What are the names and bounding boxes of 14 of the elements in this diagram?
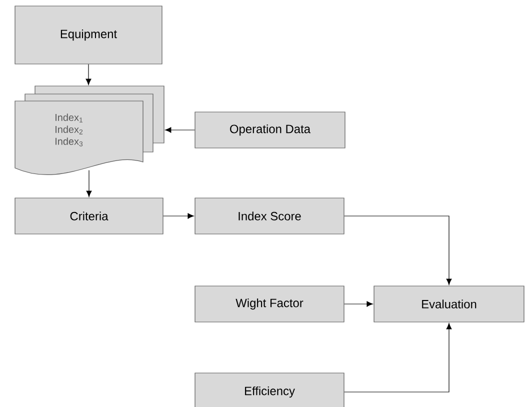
arrow bbox=[86, 170, 92, 197]
process-box: Operation Data bbox=[194, 112, 346, 148]
arrow bbox=[344, 216, 452, 285]
arrow bbox=[344, 323, 452, 392]
process-box: Criteria bbox=[14, 198, 164, 234]
arrow bbox=[86, 64, 92, 86]
arrow bbox=[344, 301, 373, 307]
arrow bbox=[163, 213, 194, 219]
process-box: Index Score bbox=[194, 198, 344, 234]
process-box: Evaluation bbox=[374, 286, 524, 322]
arrow bbox=[165, 127, 195, 133]
process-box: Equipment bbox=[14, 6, 162, 64]
process-box: Wight Factor bbox=[194, 286, 344, 322]
process-box: Efficiency bbox=[194, 372, 344, 407]
